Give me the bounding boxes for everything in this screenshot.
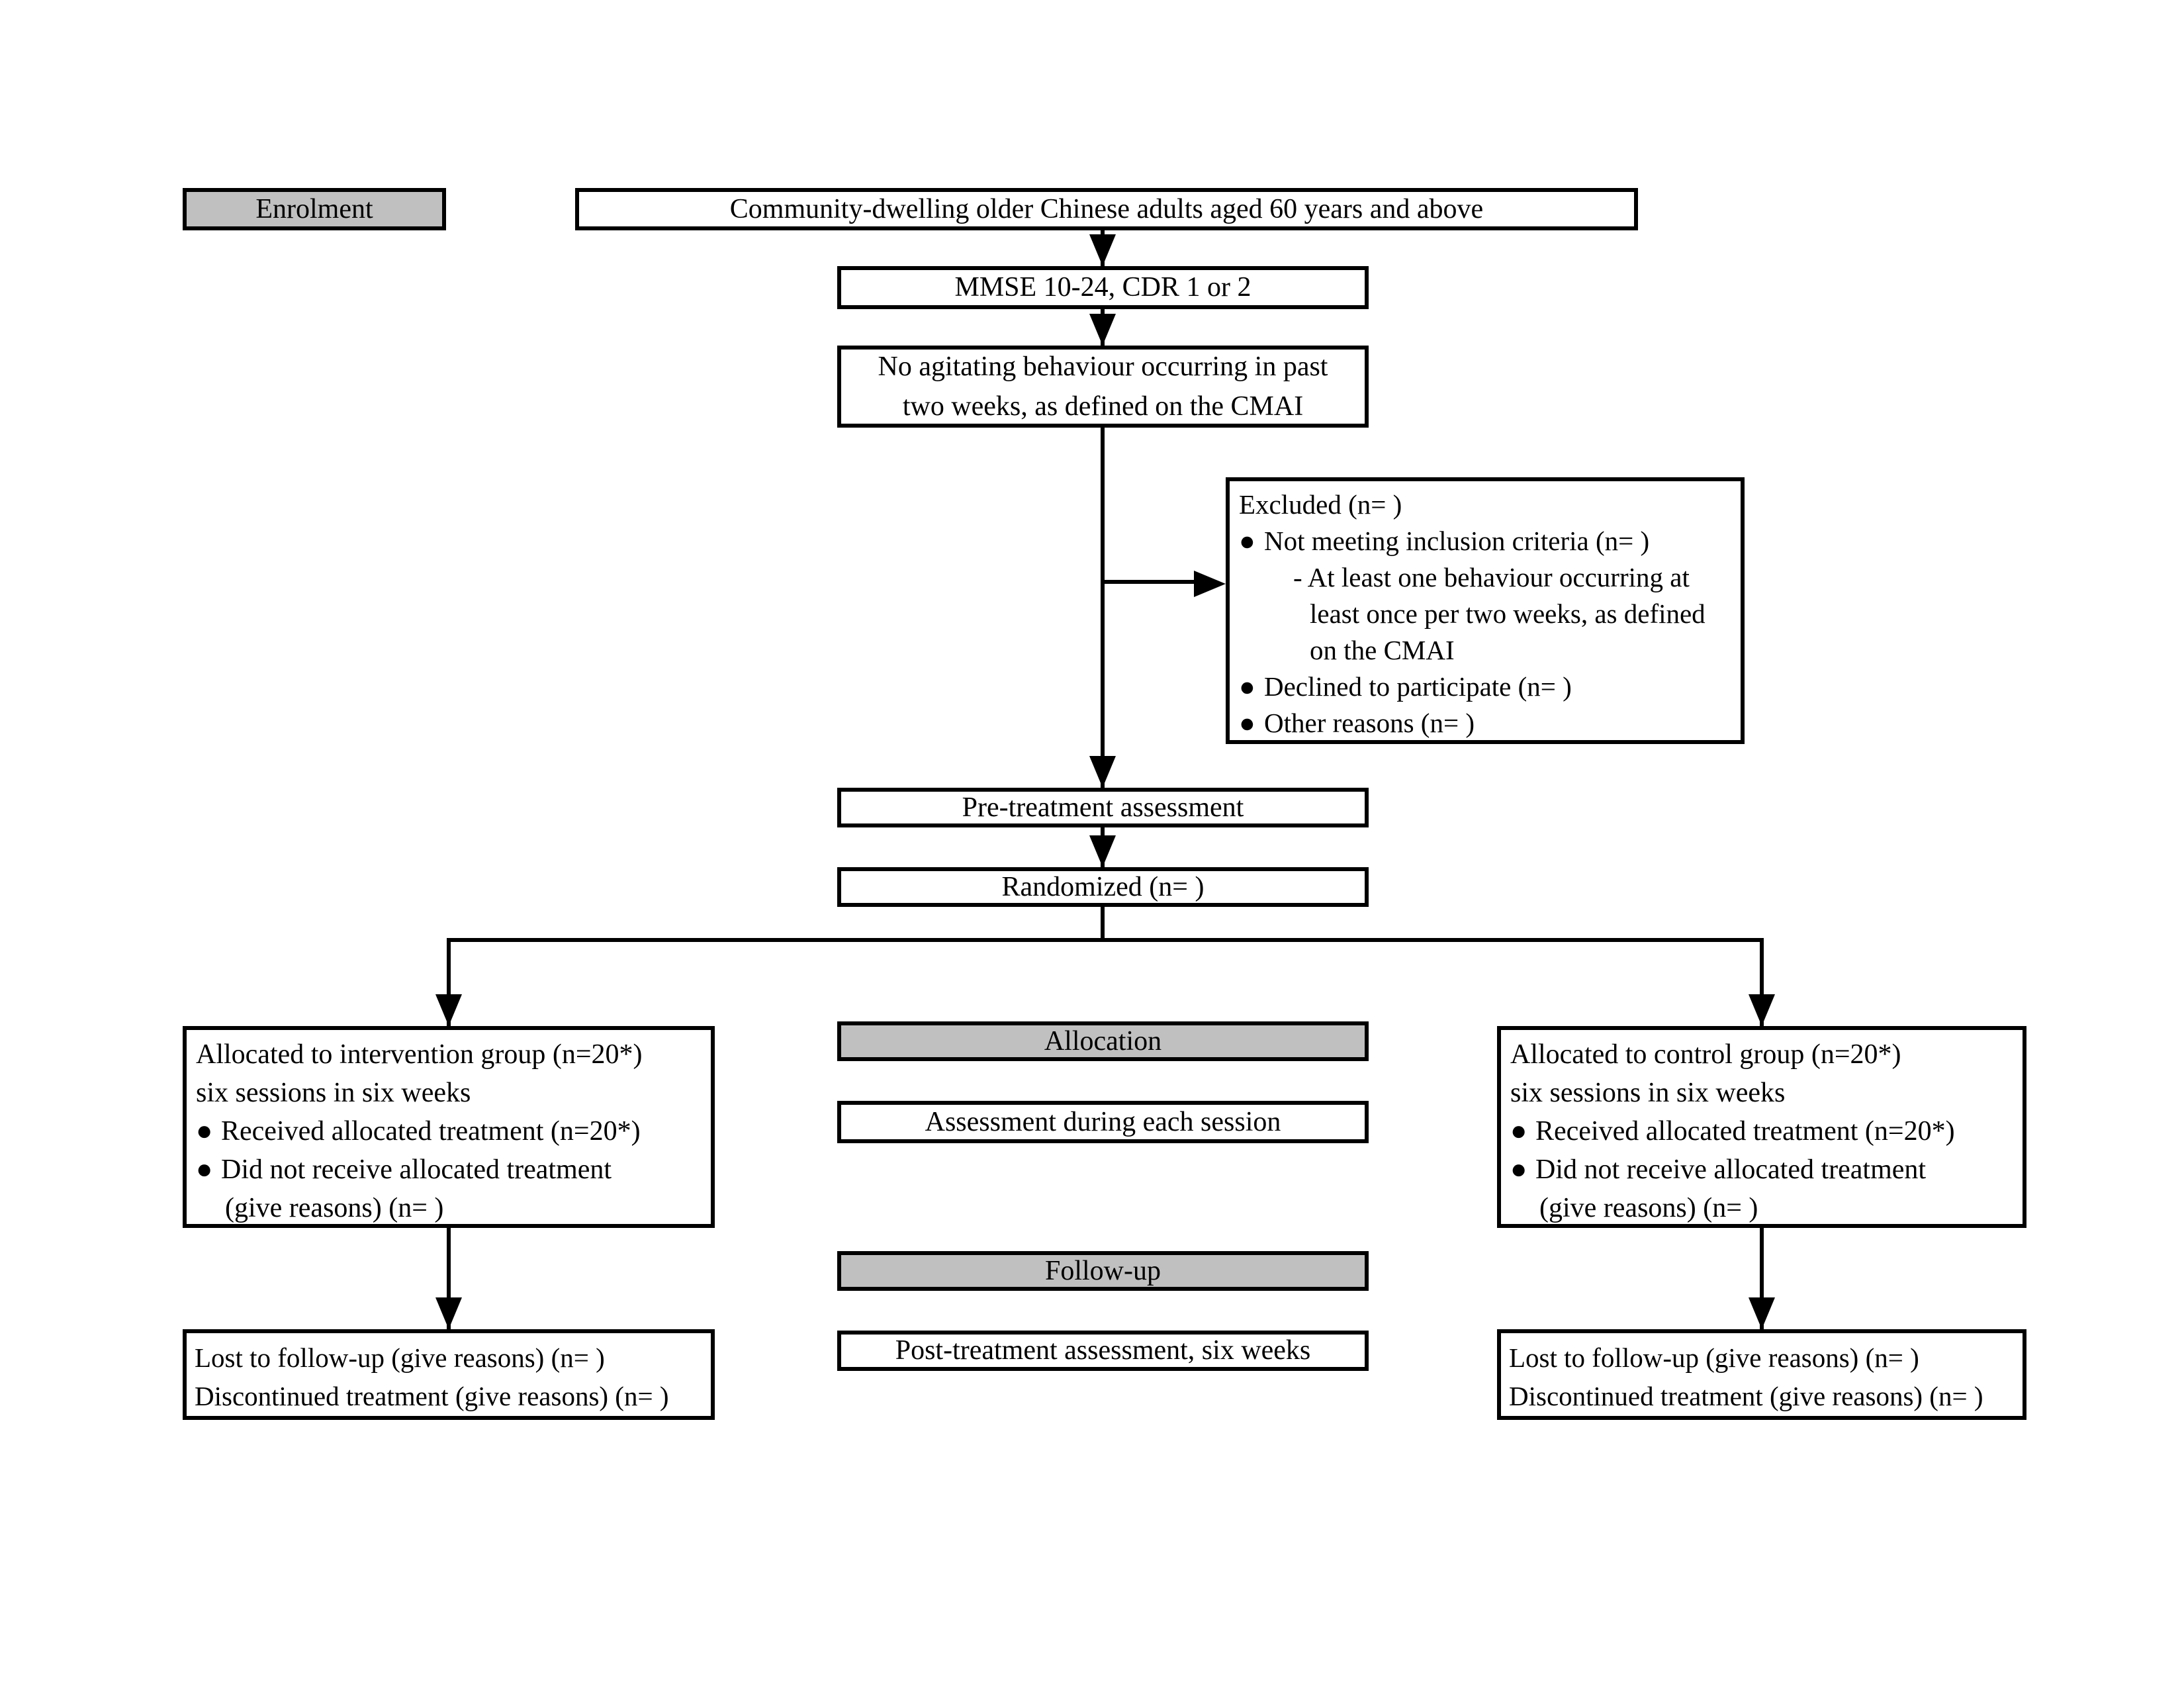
mmse-criteria-box: MMSE 10-24, CDR 1 or 2 <box>837 266 1369 309</box>
control-allocation-box: Allocated to control group (n=20*) six s… <box>1497 1026 2026 1228</box>
intervention-allocation-box: Allocated to intervention group (n=20*) … <box>183 1026 715 1228</box>
arrowhead-into-randomized <box>1089 835 1116 867</box>
intervention-not-received-item: ● Did not receive allocated treatment <box>191 1150 707 1189</box>
excluded-item-not-meeting: ● Not meeting inclusion criteria (n= ) <box>1234 523 1737 559</box>
control-not-received-label: Did not receive allocated treatment <box>1535 1154 1927 1185</box>
arrowhead-into-pretreatment <box>1089 756 1116 788</box>
arrowhead-into-intervention <box>435 994 462 1026</box>
control-not-received-item: ● Did not receive allocated treatment <box>1505 1150 2019 1189</box>
bullet-icon: ● <box>1510 1154 1527 1185</box>
arrowhead-into-control-followup <box>1749 1297 1775 1329</box>
population-box: Community-dwelling older Chinese adults … <box>575 188 1638 230</box>
excluded-item-declined: ● Declined to participate (n= ) <box>1234 669 1737 705</box>
branch-horizontal-line <box>447 938 1764 942</box>
bullet-icon: ● <box>196 1116 213 1147</box>
posttreatment-box: Post-treatment assessment, six weeks <box>837 1331 1369 1371</box>
control-discontinued-line: Discontinued treatment (give reasons) (n… <box>1509 1381 1983 1411</box>
control-not-received-reasons: (give reasons) (n= ) <box>1539 1193 1758 1223</box>
connector-branch-intervention <box>447 938 451 1026</box>
intervention-followup-box: Lost to follow-up (give reasons) (n= ) D… <box>183 1329 715 1420</box>
agitation-line-1: No agitating behaviour occurring in past <box>878 352 1328 382</box>
intervention-line-2: six sessions in six weeks <box>196 1078 471 1108</box>
intervention-discontinued-line: Discontinued treatment (give reasons) (n… <box>195 1381 669 1411</box>
intervention-received-label: Received allocated treatment (n=20*) <box>221 1116 641 1147</box>
excluded-item-other: ● Other reasons (n= ) <box>1234 705 1737 740</box>
control-line-2: six sessions in six weeks <box>1510 1078 1786 1108</box>
bullet-icon: ● <box>1239 708 1255 738</box>
excluded-item-other-label: Other reasons (n= ) <box>1264 708 1475 738</box>
control-followup-box: Lost to follow-up (give reasons) (n= ) D… <box>1497 1329 2026 1420</box>
connector-randomized-branch <box>1101 907 1105 942</box>
connector-intervention-followup <box>447 1228 451 1329</box>
intervention-received-item: ● Received allocated treatment (n=20*) <box>191 1112 707 1150</box>
intervention-line-1: Allocated to intervention group (n=20*) <box>196 1039 643 1070</box>
session-assessment-box: Assessment during each session <box>837 1101 1369 1143</box>
intervention-not-received-reasons: (give reasons) (n= ) <box>225 1193 444 1223</box>
control-received-label: Received allocated treatment (n=20*) <box>1535 1116 1955 1147</box>
excluded-item-not-meeting-label: Not meeting inclusion criteria (n= ) <box>1264 526 1650 556</box>
agitation-criteria-box: No agitating behaviour occurring in past… <box>837 346 1369 428</box>
bullet-icon: ● <box>196 1154 213 1185</box>
bullet-icon: ● <box>1239 526 1255 556</box>
connector-branch-excluded <box>1101 580 1199 584</box>
connector-agitation-pretreatment <box>1101 428 1105 788</box>
connector-control-followup <box>1760 1228 1764 1329</box>
excluded-subitem-line-2: least once per two weeks, as defined <box>1310 598 1706 629</box>
allocation-header: Allocation <box>837 1021 1369 1061</box>
excluded-item-declined-label: Declined to participate (n= ) <box>1264 671 1572 702</box>
followup-header: Follow-up <box>837 1251 1369 1291</box>
randomized-box: Randomized (n= ) <box>837 867 1369 907</box>
control-lost-line: Lost to follow-up (give reasons) (n= ) <box>1509 1342 1919 1373</box>
enrolment-header: Enrolment <box>183 188 446 230</box>
connector-branch-control <box>1760 938 1764 1026</box>
excluded-box: Excluded (n= ) ● Not meeting inclusion c… <box>1226 477 1745 744</box>
intervention-lost-line: Lost to follow-up (give reasons) (n= ) <box>195 1342 605 1373</box>
excluded-subitem-line-1: - At least one behaviour occurring at <box>1293 562 1690 592</box>
agitation-line-2: two weeks, as defined on the CMAI <box>902 391 1304 422</box>
arrowhead-into-excluded <box>1194 571 1226 597</box>
bullet-icon: ● <box>1510 1116 1527 1147</box>
control-received-item: ● Received allocated treatment (n=20*) <box>1505 1112 2019 1150</box>
arrowhead-into-intervention-followup <box>435 1297 462 1329</box>
pretreatment-box: Pre-treatment assessment <box>837 788 1369 827</box>
arrowhead-into-mmse <box>1089 234 1116 266</box>
control-line-1: Allocated to control group (n=20*) <box>1510 1039 1901 1070</box>
excluded-title: Excluded (n= ) <box>1239 489 1402 520</box>
bullet-icon: ● <box>1239 671 1255 702</box>
excluded-subitem-line-3: on the CMAI <box>1310 635 1455 665</box>
arrowhead-into-control <box>1749 994 1775 1026</box>
intervention-not-received-label: Did not receive allocated treatment <box>221 1154 612 1185</box>
arrowhead-into-agitation <box>1089 314 1116 346</box>
